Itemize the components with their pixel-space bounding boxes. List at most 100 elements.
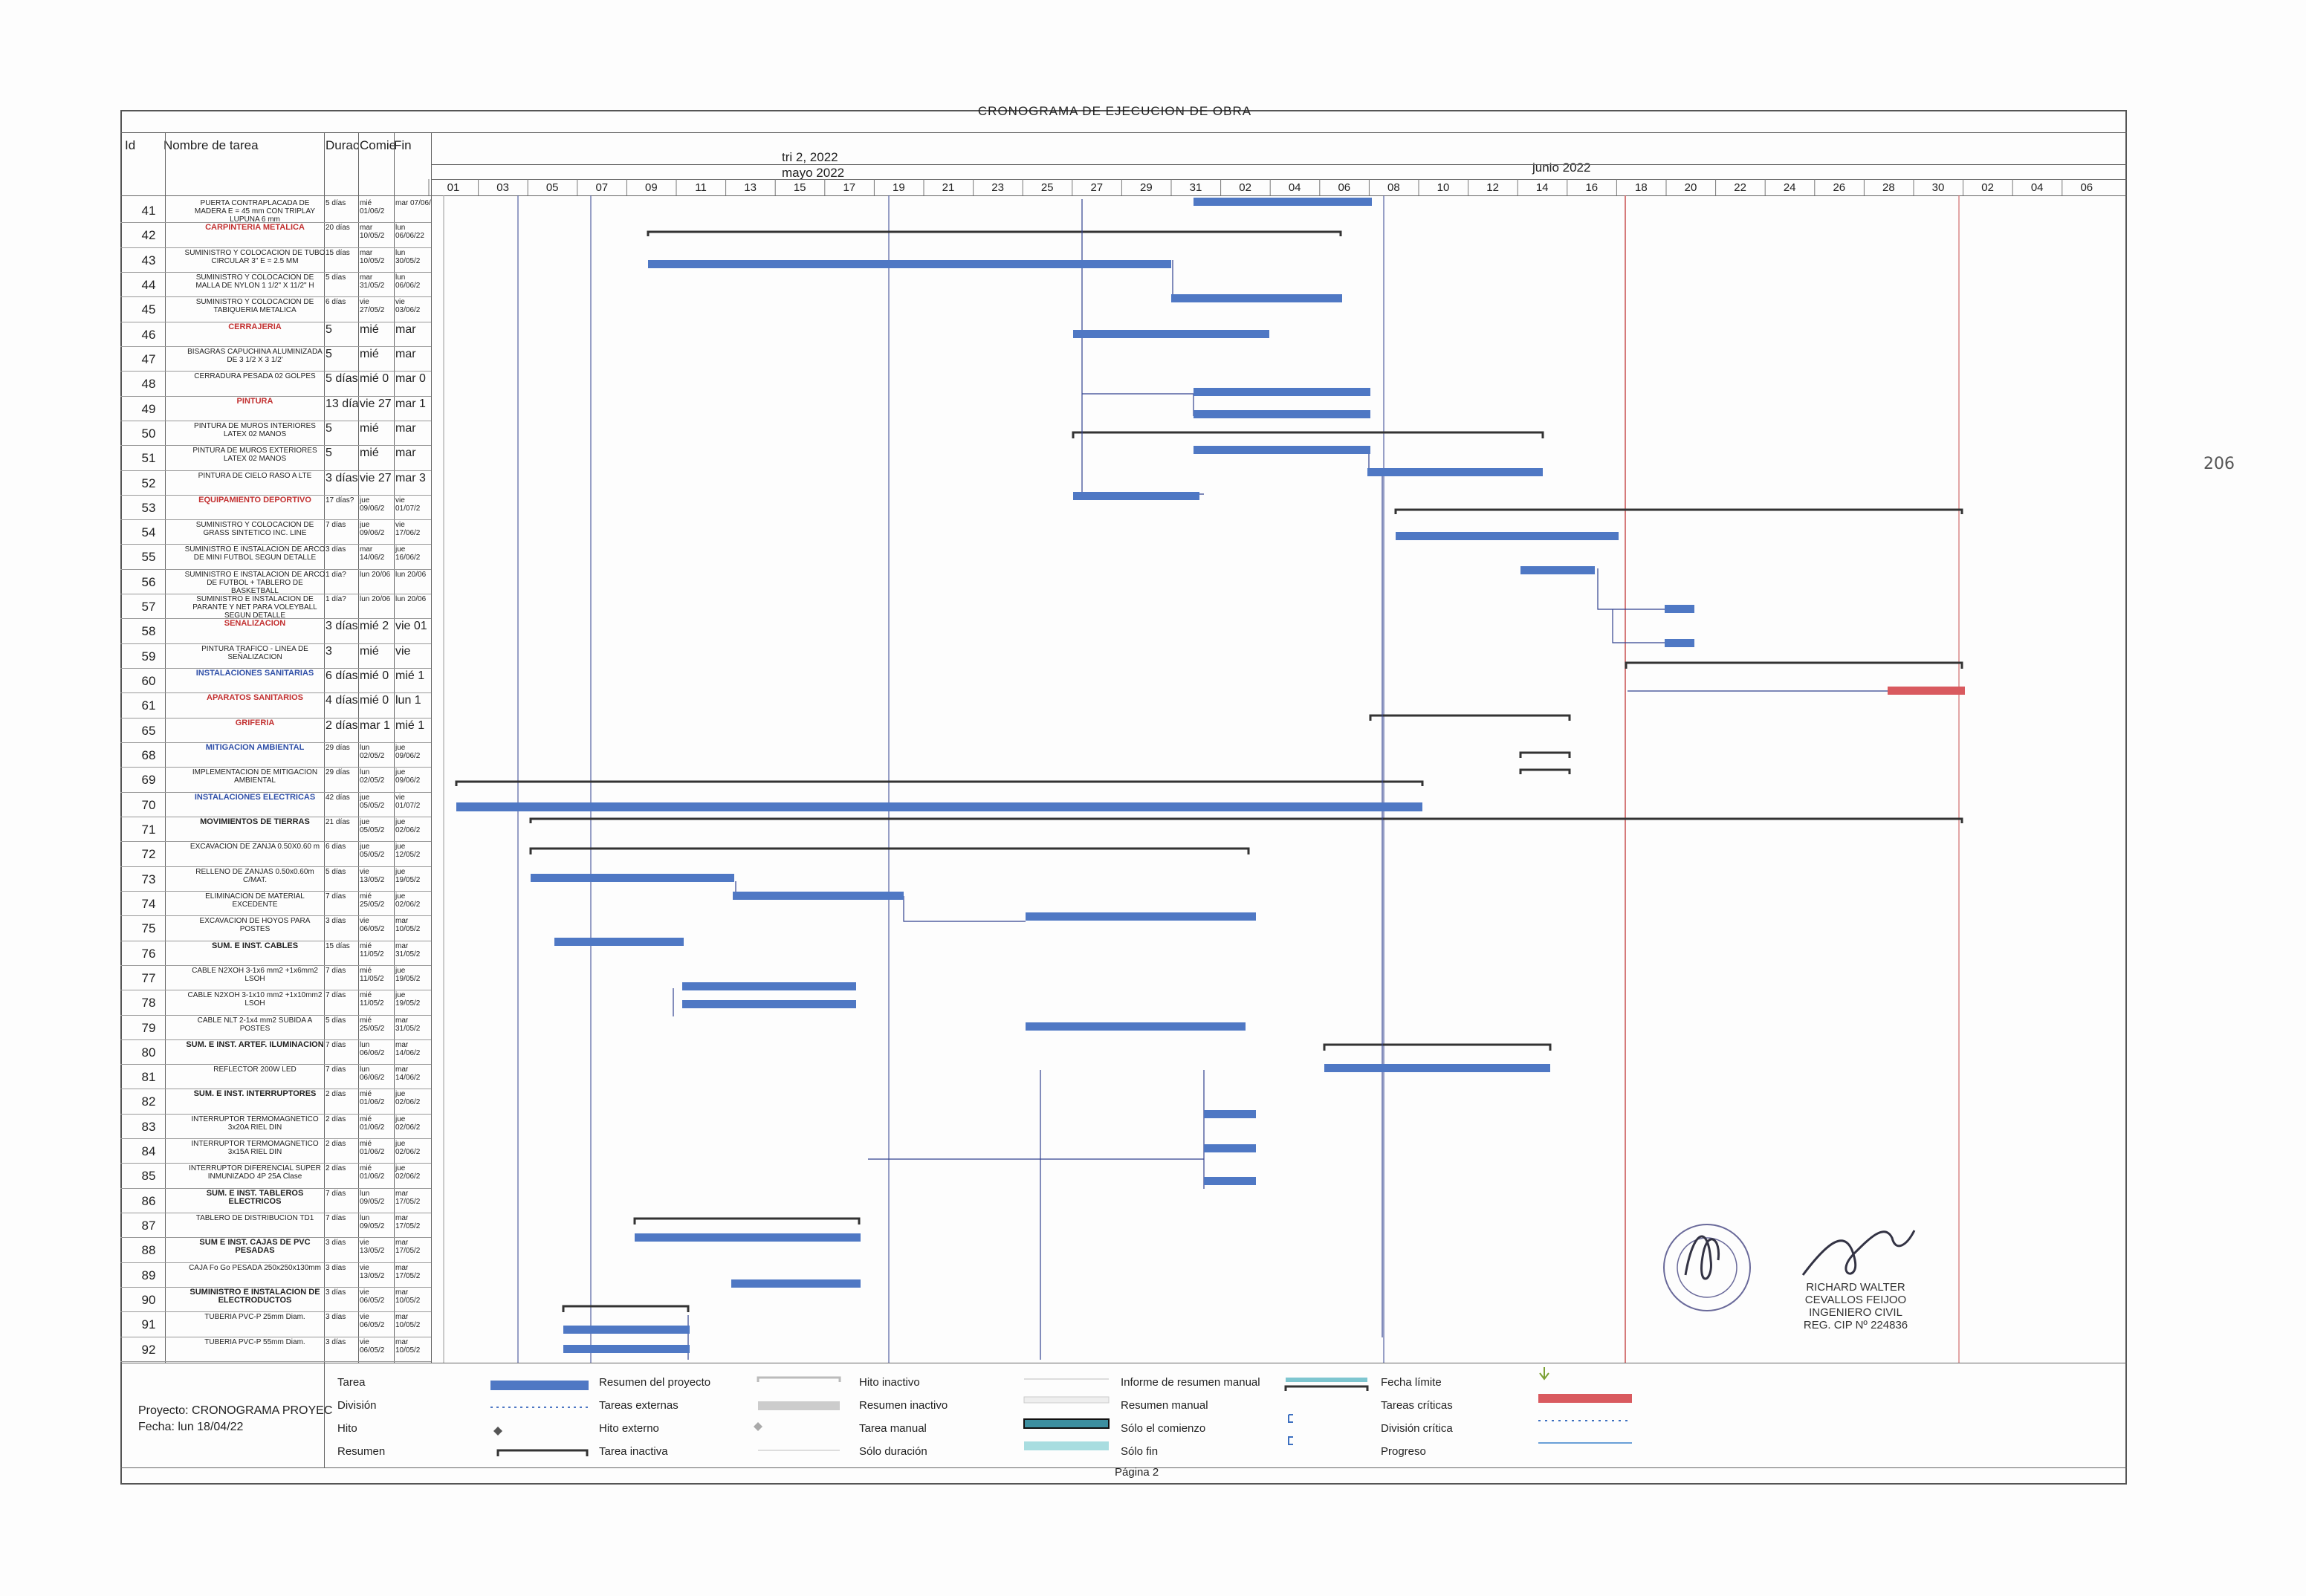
row-duration: 5 días: [326, 867, 346, 876]
row-divider: [120, 643, 431, 644]
header-name: Nombre de tarea: [163, 138, 259, 152]
row-end: lun 1: [395, 694, 421, 707]
row-end: mar: [395, 447, 416, 460]
row-duration: 3 días: [326, 1313, 346, 1322]
row-start: jue 05/05/2: [360, 843, 385, 860]
tick-label: 02: [1239, 181, 1251, 194]
row-end: lun 06/06/22: [395, 224, 424, 241]
tick-label: 28: [1882, 181, 1895, 194]
row-end: jue 02/06/2: [395, 1090, 421, 1107]
row-duration: 17 días?: [326, 496, 354, 505]
row-duration: 3 días: [326, 1337, 346, 1346]
tick-label: 12: [1486, 181, 1499, 194]
row-divider: [120, 271, 431, 273]
rule-title: [120, 132, 2127, 133]
row-task-name: REFLECTOR 200W LED: [213, 1065, 297, 1074]
row-divider: [120, 618, 431, 620]
tick-label: 20: [1684, 181, 1697, 194]
row-end: mar 10/05/2: [395, 1313, 421, 1330]
signature-line-3: INGENIERO CIVIL: [1809, 1306, 1902, 1319]
row-task-name: SUMINISTRO Y COLOCACION DE MALLA DE NYLO…: [195, 273, 314, 290]
row-divider: [120, 1014, 431, 1016]
row-end: jue 02/06/2: [395, 817, 421, 834]
row-end: mar 10/05/2: [395, 917, 421, 934]
row-task-name: INSTALACIONES ELECTRICAS: [194, 793, 316, 802]
row-divider: [120, 371, 431, 372]
row-task-name: RELLENO DE ZANJAS 0.50x0.60m C/MAT.: [195, 867, 314, 884]
row-id: 92: [141, 1342, 156, 1357]
signature-line-1: RICHARD WALTER: [1806, 1281, 1905, 1294]
row-start: mié: [360, 644, 379, 658]
page-number: Página 2: [1115, 1466, 1159, 1479]
row-duration: 15 días: [326, 248, 350, 257]
row-end: mar 10/05/2: [395, 1288, 421, 1305]
row-start: jue 05/05/2: [360, 793, 385, 810]
legend-label: Hito externo: [599, 1422, 659, 1435]
row-task-name: PINTURA TRAFICO - LINEA DE SEÑALIZACION: [201, 644, 308, 661]
row-end: jue 19/05/2: [395, 991, 421, 1008]
row-duration: 5: [326, 421, 332, 435]
row-end: vie 01: [395, 620, 427, 633]
rule-legend-bottom: [120, 1467, 2127, 1468]
row-id: 87: [141, 1219, 156, 1233]
row-task-name: EXCAVACION DE ZANJA 0.50X0.60 m: [190, 843, 320, 851]
row-duration: 7 días: [326, 1214, 346, 1223]
row-start: mié 01/06/2: [360, 1115, 385, 1132]
row-duration: 7 días: [326, 1189, 346, 1198]
row-task-name: CABLE NLT 2-1x4 mm2 SUBIDA A POSTES: [197, 1016, 313, 1033]
row-divider: [120, 1361, 431, 1362]
row-duration: 3 días: [326, 1239, 346, 1248]
row-divider: [120, 568, 431, 570]
row-start: mar 31/05/2: [360, 273, 385, 290]
row-duration: 6 días: [326, 298, 346, 307]
row-task-name: TABLERO DE DISTRIBUCION TD1: [195, 1214, 314, 1223]
row-duration: 21 días: [326, 817, 350, 826]
timescale-month-may: mayo 2022: [782, 166, 845, 180]
row-duration: 4 días: [326, 694, 358, 707]
legend-label: Fecha límite: [1381, 1376, 1442, 1389]
row-start: mié 0: [360, 694, 389, 707]
timescale-quarter: tri 2, 2022: [782, 150, 838, 164]
tick-label: 03: [496, 181, 509, 194]
row-task-name: CERRAJERIA: [228, 322, 282, 331]
row-task-name: CERRADURA PESADA 02 GOLPES: [194, 372, 316, 381]
row-task-name: IMPLEMENTACION DE MITIGACION AMBIENTAL: [192, 768, 318, 785]
row-end: mar: [395, 421, 416, 435]
row-id: 70: [141, 797, 156, 812]
row-task-name: PINTURA: [236, 397, 273, 406]
row-id: 53: [141, 500, 156, 515]
row-task-name: CAJA Fo Go PESADA 250x250x130mm: [189, 1263, 321, 1272]
row-start: mar 10/05/2: [360, 248, 385, 265]
row-id: 83: [141, 1119, 156, 1134]
row-end: jue 19/05/2: [395, 867, 421, 884]
row-start: jue 09/06/2: [360, 496, 385, 513]
row-id: 74: [141, 896, 156, 911]
row-task-name: INTERRUPTOR TERMOMAGNETICO 3x15A RIEL DI…: [191, 1140, 319, 1157]
row-start: mié 01/06/2: [360, 1164, 385, 1181]
row-end: mar 10/05/2: [395, 1337, 421, 1355]
tick-label: 19: [893, 181, 905, 194]
tick-label: 06: [1338, 181, 1351, 194]
row-start: lun 20/06: [360, 570, 391, 579]
row-end: mié 1: [395, 718, 425, 732]
row-end: jue 12/05/2: [395, 843, 421, 860]
row-task-name: EXCAVACION DE HOYOS PARA POSTES: [199, 917, 311, 934]
row-divider: [120, 445, 431, 447]
row-end: mar 17/05/2: [395, 1189, 421, 1206]
row-end: jue 19/05/2: [395, 966, 421, 983]
project-date: Fecha: lun 18/04/22: [138, 1421, 244, 1433]
row-id: 90: [141, 1293, 156, 1308]
row-id: 60: [141, 674, 156, 689]
row-start: mié 0: [360, 669, 389, 683]
tick-label: 14: [1535, 181, 1549, 194]
legend-label: Tarea: [337, 1376, 366, 1389]
row-duration: 5 días: [326, 199, 346, 207]
document-title: CRONOGRAMA DE EJECUCION DE OBRA: [977, 104, 1252, 118]
row-divider: [120, 494, 431, 496]
tick-label: 06: [2080, 181, 2093, 194]
tick-label: 26: [1833, 181, 1846, 194]
row-task-name: CABLE N2XOH 3-1x6 mm2 +1x6mm2 LSOH: [192, 966, 318, 983]
row-start: mié 11/05/2: [360, 941, 384, 958]
row-id: 78: [141, 996, 156, 1011]
row-id: 43: [141, 253, 156, 267]
